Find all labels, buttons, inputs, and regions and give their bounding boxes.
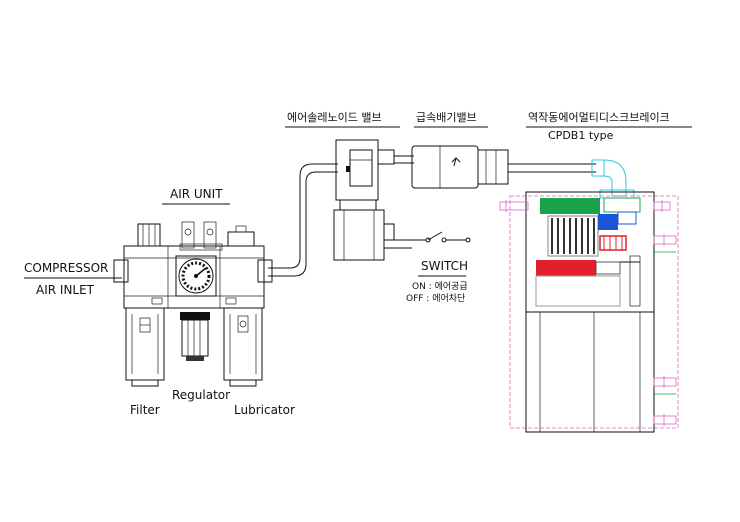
filter-bowl [125, 307, 165, 387]
bolts [499, 200, 677, 426]
outlet-port [257, 259, 273, 283]
switch-symbol[interactable] [384, 231, 471, 249]
solenoid-valve [333, 139, 395, 261]
solenoid-valve-label: 에어솔레노이드 밸브 [287, 111, 382, 124]
switch-on-label: ON : 에어공급 [412, 281, 468, 292]
quick-exhaust-valve [411, 145, 509, 189]
regulator-label: Regulator [172, 388, 230, 402]
brake-label: 역작동에어멀티디스크브레이크 [528, 111, 670, 124]
disc-stack [547, 215, 599, 257]
lubricator-bowl [223, 307, 263, 387]
compressor-label: COMPRESSOR [24, 261, 108, 275]
pipe-solenoid-to-exhaust [394, 155, 414, 164]
lubricator-label: Lubricator [234, 403, 295, 417]
pipe-exhaust-to-brake [508, 163, 596, 173]
air-unit [113, 221, 273, 387]
brake-assembly [499, 191, 679, 433]
filter-label: Filter [130, 403, 160, 417]
regulator-knob [180, 312, 210, 361]
quick-exhaust-label: 급속배기밸브 [416, 111, 477, 124]
switch-off-label: OFF : 에어차단 [406, 292, 465, 304]
inlet-port [113, 259, 129, 283]
air-inlet-label: AIR INLET [36, 283, 95, 297]
pressure-gauge [175, 255, 217, 297]
air-pipe [268, 163, 338, 277]
switch-label: SWITCH [421, 259, 468, 273]
air-unit-label: AIR UNIT [170, 187, 223, 201]
brake-type-label: CPDB1 type [548, 129, 614, 142]
